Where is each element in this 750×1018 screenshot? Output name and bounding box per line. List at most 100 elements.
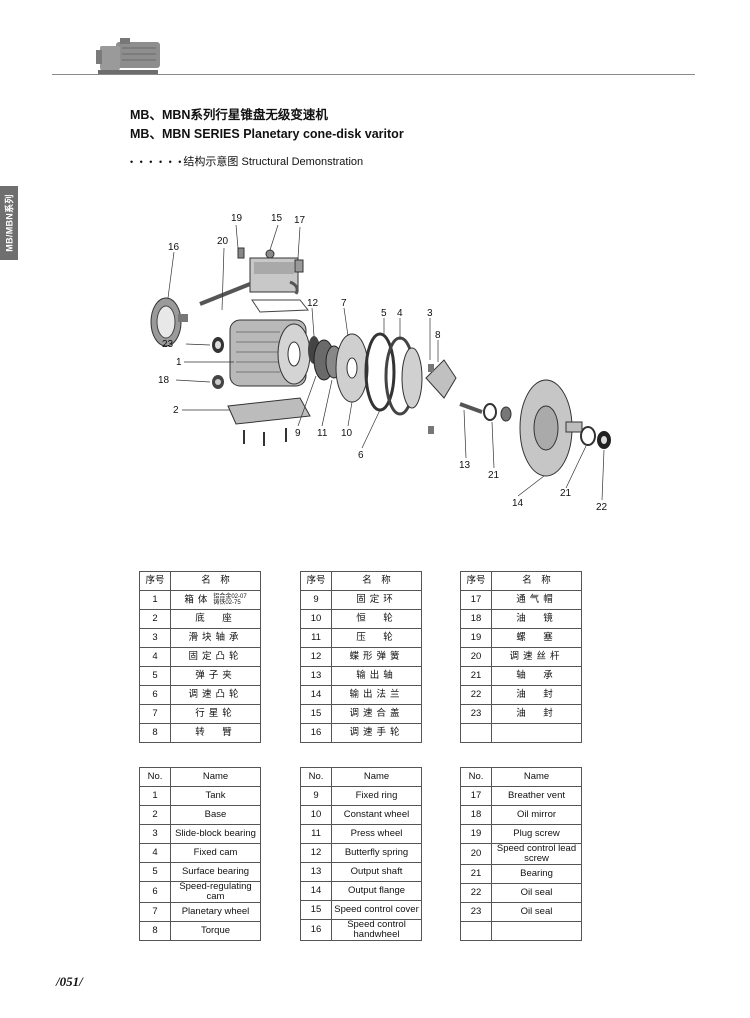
callout-16: 16 bbox=[168, 242, 180, 253]
table-row bbox=[460, 723, 582, 743]
callout-1: 1 bbox=[176, 357, 182, 368]
callout-6: 6 bbox=[358, 450, 364, 461]
page-number: /051/ bbox=[56, 974, 83, 989]
header-motor-image bbox=[96, 38, 160, 75]
col-header-no: No. bbox=[460, 767, 492, 787]
callout-13: 13 bbox=[459, 460, 471, 471]
page-title-cn: MB、MBN系列行星锥盘无级变速机 bbox=[130, 108, 328, 122]
col-header-name: 名 称 bbox=[170, 571, 261, 591]
housing-part bbox=[229, 319, 311, 387]
handwheel-part bbox=[150, 297, 188, 347]
page-title-en: MB、MBN SERIES Planetary cone-disk varito… bbox=[130, 127, 404, 141]
col-header-no: 序号 bbox=[300, 571, 332, 591]
col-header-name: Name bbox=[331, 767, 422, 787]
col-header-no: 序号 bbox=[460, 571, 492, 591]
side-tab: MB/MBN系列 bbox=[0, 186, 18, 260]
callout-21a: 21 bbox=[488, 470, 500, 481]
callout-9: 9 bbox=[295, 428, 301, 439]
callout-14: 14 bbox=[512, 498, 524, 509]
callout-8: 8 bbox=[435, 330, 441, 341]
callout-21b: 21 bbox=[560, 488, 572, 499]
callout-10: 10 bbox=[341, 428, 353, 439]
callout-18: 18 bbox=[158, 375, 170, 386]
callout-3: 3 bbox=[427, 308, 433, 319]
subtitle-text: 结构示意图 Structural Demonstration bbox=[183, 156, 364, 168]
subtitle-dots: • • • • • • bbox=[130, 157, 184, 167]
side-tab-label: MB/MBN系列 bbox=[4, 194, 15, 252]
callout-23: 23 bbox=[162, 339, 174, 350]
section-subtitle: • • • • • •结构示意图 Structural Demonstratio… bbox=[130, 153, 363, 169]
callout-5: 5 bbox=[381, 308, 387, 319]
callout-7: 7 bbox=[341, 298, 347, 309]
header-rule bbox=[52, 74, 695, 75]
callout-22: 22 bbox=[596, 502, 608, 513]
callout-15: 15 bbox=[271, 213, 283, 224]
col-header-no: 序号 bbox=[139, 571, 171, 591]
col-header-name: 名 称 bbox=[491, 571, 582, 591]
callout-12: 12 bbox=[307, 298, 319, 309]
col-header-name: Name bbox=[170, 767, 261, 787]
callout-2: 2 bbox=[173, 405, 179, 416]
col-header-name: 名 称 bbox=[331, 571, 422, 591]
callout-19: 19 bbox=[231, 213, 243, 224]
col-header-no: No. bbox=[300, 767, 332, 787]
callout-17: 17 bbox=[294, 215, 306, 226]
callout-4: 4 bbox=[397, 308, 403, 319]
col-header-name: Name bbox=[491, 767, 582, 787]
col-header-no: No. bbox=[139, 767, 171, 787]
callout-20: 20 bbox=[217, 236, 229, 247]
exploded-diagram: 19 15 17 20 16 12 7 5 4 3 8 23 1 18 2 9 … bbox=[150, 213, 611, 513]
cover-part bbox=[199, 247, 304, 306]
callout-11: 11 bbox=[317, 428, 328, 439]
